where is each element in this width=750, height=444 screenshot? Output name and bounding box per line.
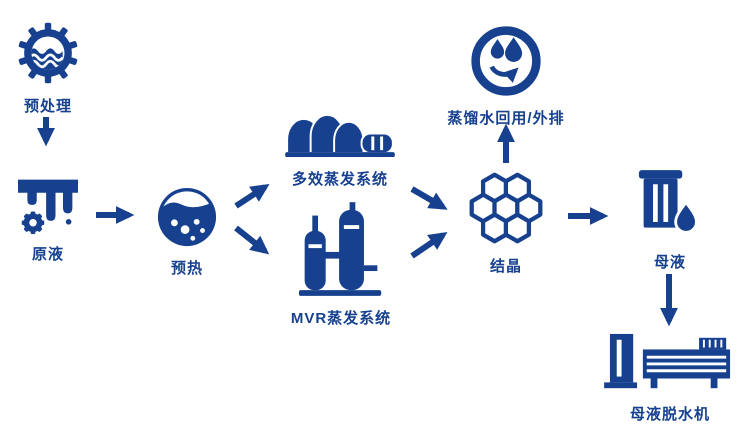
arrow-preheat-to-multi-effect [234, 184, 270, 209]
node-label-distilled-water-reuse: 蒸馏水回用/外排 [447, 110, 565, 127]
node-preheat: 预热 [152, 186, 222, 278]
node-label-preheat: 预热 [170, 260, 203, 277]
node-mother-liquor: 母液 [632, 168, 708, 272]
node-pretreatment: 预处理 [10, 20, 86, 116]
node-crystallization: 结晶 [463, 170, 549, 276]
node-mvr-evaporation: MVR蒸发系统 [286, 202, 396, 328]
node-distilled-water-reuse: 蒸馏水回用/外排 [428, 24, 584, 128]
node-label-mother-liquor: 母液 [653, 254, 686, 271]
node-label-mother-liquor-dewatering: 母液脱水机 [629, 406, 710, 423]
node-label-mvr-evaporation: MVR蒸发系统 [290, 310, 392, 327]
arrow-multi-effect-to-crystallization [410, 186, 448, 210]
distillation-towers-icon [298, 202, 382, 296]
gear-water-icon [18, 22, 78, 84]
liquid-drip-gear-icon [18, 179, 78, 234]
tank-drop-icon [638, 170, 698, 234]
node-label-pretreatment: 预处理 [23, 98, 72, 115]
arrow-mvr-to-crystallization [410, 231, 448, 259]
node-mother-liquor-dewatering: 母液脱水机 [598, 332, 742, 424]
node-raw-liquid: 原液 [8, 174, 88, 264]
node-label-multi-effect-evaporation: 多效蒸发系统 [291, 171, 388, 188]
node-multi-effect-evaporation: 多效蒸发系统 [276, 112, 404, 189]
node-label-raw-liquid: 原液 [31, 246, 64, 263]
evaporator-domes-icon [285, 113, 395, 158]
arrow-preheat-to-mvr [234, 225, 270, 255]
honeycomb-crystal-icon [469, 172, 543, 244]
node-label-crystallization: 结晶 [489, 258, 522, 275]
flask-bubbles-icon [157, 187, 217, 247]
water-recycle-icon [471, 26, 541, 96]
dewatering-machine-icon [604, 333, 731, 389]
